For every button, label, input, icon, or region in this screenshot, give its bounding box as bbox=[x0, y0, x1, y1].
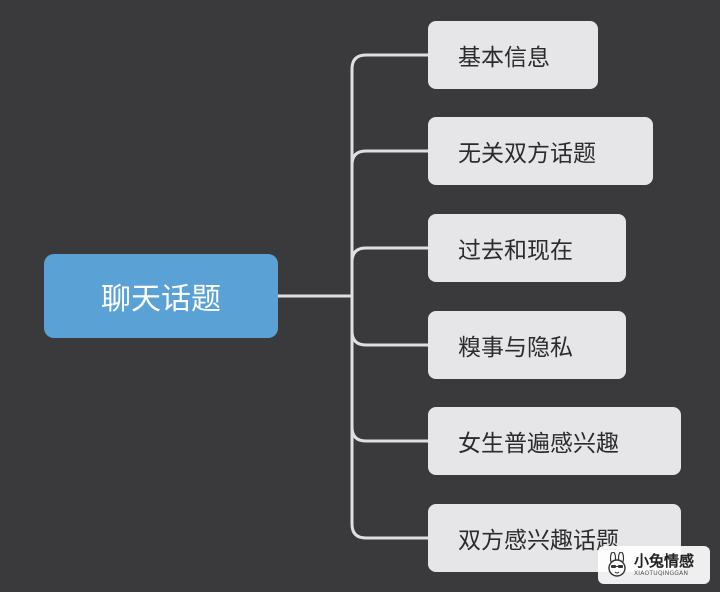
child-topic-label: 女生普遍感兴趣 bbox=[458, 431, 619, 457]
root-topic-node[interactable]: 聊天话题 bbox=[44, 254, 278, 338]
watermark: 小兔情感 XIAOTUQINGGAN bbox=[598, 546, 710, 584]
branch-connector bbox=[350, 149, 428, 166]
trunk-connector bbox=[350, 53, 428, 540]
child-topic-label: 过去和现在 bbox=[458, 238, 573, 264]
child-topic-node[interactable]: 女生普遍感兴趣 bbox=[428, 407, 681, 475]
child-topic-node[interactable]: 基本信息 bbox=[428, 21, 598, 89]
child-topic-node[interactable]: 无关双方话题 bbox=[428, 117, 653, 185]
child-topic-node[interactable]: 过去和现在 bbox=[428, 214, 626, 282]
child-topic-label: 无关双方话题 bbox=[458, 141, 596, 167]
root-topic-label: 聊天话题 bbox=[101, 282, 221, 317]
branch-connector bbox=[350, 246, 428, 263]
child-topic-label: 基本信息 bbox=[458, 45, 550, 71]
branch-connector bbox=[350, 330, 428, 347]
child-topic-label: 双方感兴趣话题 bbox=[458, 528, 619, 554]
rabbit-logo-icon bbox=[608, 552, 626, 577]
child-topic-node[interactable]: 糗事与隐私 bbox=[428, 311, 626, 379]
watermark-title: 小兔情感 bbox=[634, 551, 695, 570]
watermark-subtitle: XIAOTUQINGGAN bbox=[634, 569, 689, 577]
child-topic-label: 糗事与隐私 bbox=[458, 335, 573, 361]
branch-connector bbox=[350, 426, 428, 443]
